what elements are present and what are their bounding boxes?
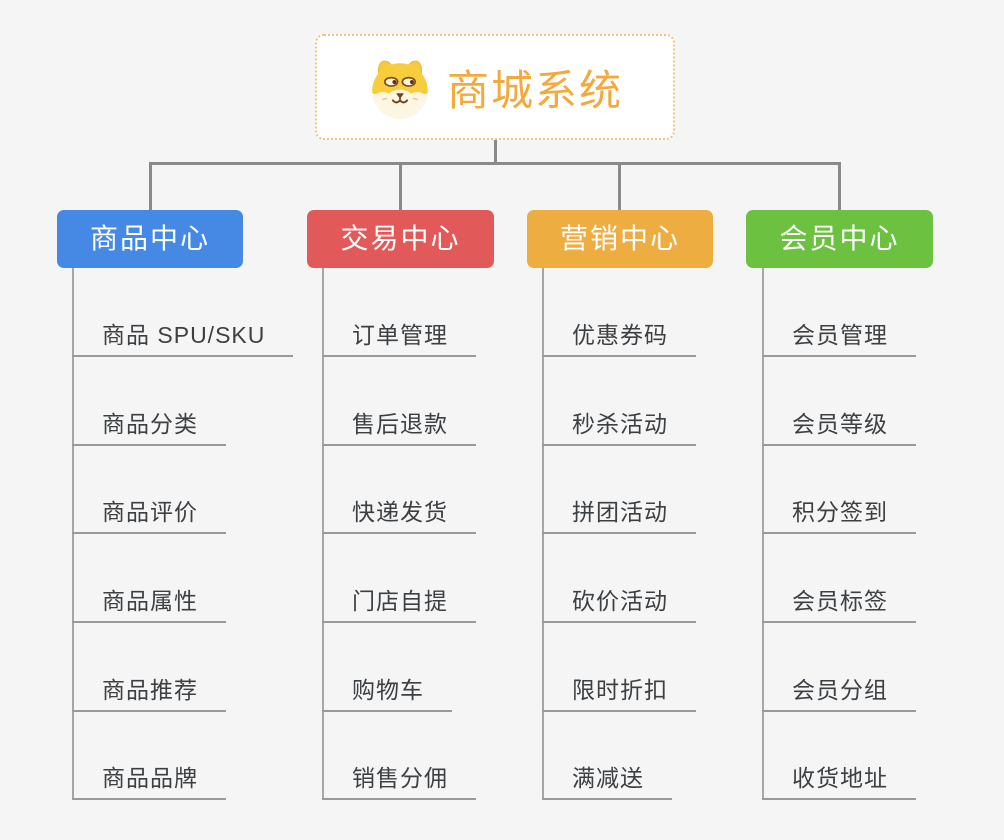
leaf-label: 商品评价 (102, 499, 198, 525)
leaf-label: 会员分组 (792, 677, 888, 703)
leaf-node[interactable]: 门店自提 (322, 579, 476, 623)
leaf-node[interactable]: 秒杀活动 (542, 402, 696, 446)
leaf-label: 会员等级 (792, 411, 888, 437)
connector-bus-line (148, 161, 841, 165)
connector-root-stub (493, 140, 497, 163)
connector-drop-line (618, 161, 621, 211)
leaf-node[interactable]: 商品属性 (72, 579, 226, 623)
leaf-node[interactable]: 商品 SPU/SKU (72, 313, 294, 357)
leaf-label: 限时折扣 (572, 677, 668, 703)
leaf-label: 购物车 (352, 677, 424, 703)
leaf-label: 收货地址 (792, 765, 888, 791)
leaf-node[interactable]: 商品评价 (72, 490, 226, 534)
branch-node-products[interactable]: 商品中心 (57, 210, 243, 268)
leaf-node[interactable]: 购物车 (322, 668, 452, 712)
leaf-label: 商品品牌 (102, 765, 198, 791)
leaf-node[interactable]: 砍价活动 (542, 579, 696, 623)
connector-drop-line (399, 161, 402, 211)
shiba-dog-icon (372, 60, 428, 119)
leaf-node[interactable]: 商品品牌 (72, 756, 226, 800)
leaf-label: 快递发货 (352, 499, 448, 525)
leaf-label: 砍价活动 (572, 588, 668, 614)
leaf-label: 订单管理 (352, 322, 448, 348)
leaf-label: 满减送 (572, 765, 644, 791)
leaf-node[interactable]: 售后退款 (322, 402, 476, 446)
leaf-node[interactable]: 会员标签 (762, 579, 916, 623)
leaf-node[interactable]: 订单管理 (322, 313, 476, 357)
leaf-node[interactable]: 销售分佣 (322, 756, 476, 800)
leaf-node[interactable]: 积分签到 (762, 490, 916, 534)
connector-drop-line (837, 161, 841, 211)
leaf-label: 商品属性 (102, 588, 198, 614)
leaf-label: 秒杀活动 (572, 411, 668, 437)
leaf-label: 商品分类 (102, 411, 198, 437)
leaf-label: 售后退款 (352, 411, 448, 437)
leaf-label: 销售分佣 (352, 765, 448, 791)
leaf-node[interactable]: 会员分组 (762, 668, 916, 712)
leaf-node[interactable]: 收货地址 (762, 756, 916, 800)
leaf-node[interactable]: 会员管理 (762, 313, 916, 357)
leaf-node[interactable]: 快递发货 (322, 490, 476, 534)
leaf-label: 商品推荐 (102, 677, 198, 703)
leaf-node[interactable]: 拼团活动 (542, 490, 696, 534)
leaf-label: 拼团活动 (572, 499, 668, 525)
branch-node-marketing[interactable]: 营销中心 (527, 210, 713, 268)
leaf-node[interactable]: 限时折扣 (542, 668, 696, 712)
leaf-label: 门店自提 (352, 588, 448, 614)
root-node-label: 商城系统 (446, 66, 623, 114)
leaf-label: 会员管理 (792, 322, 888, 348)
leaf-label: 会员标签 (792, 588, 888, 614)
leaf-label: 优惠券码 (572, 322, 668, 348)
leaf-node[interactable]: 会员等级 (762, 402, 916, 446)
root-node[interactable]: 商城系统 (315, 34, 675, 140)
leaf-label: 积分签到 (792, 499, 888, 525)
leaf-node[interactable]: 满减送 (542, 756, 672, 800)
leaf-node[interactable]: 商品推荐 (72, 668, 226, 712)
branch-node-trade[interactable]: 交易中心 (307, 210, 494, 268)
branch-node-members[interactable]: 会员中心 (746, 210, 933, 268)
connector-drop-line (148, 161, 152, 211)
leaf-node[interactable]: 商品分类 (72, 402, 226, 446)
leaf-label: 商品 SPU/SKU (102, 322, 266, 348)
leaf-node[interactable]: 优惠券码 (542, 313, 696, 357)
